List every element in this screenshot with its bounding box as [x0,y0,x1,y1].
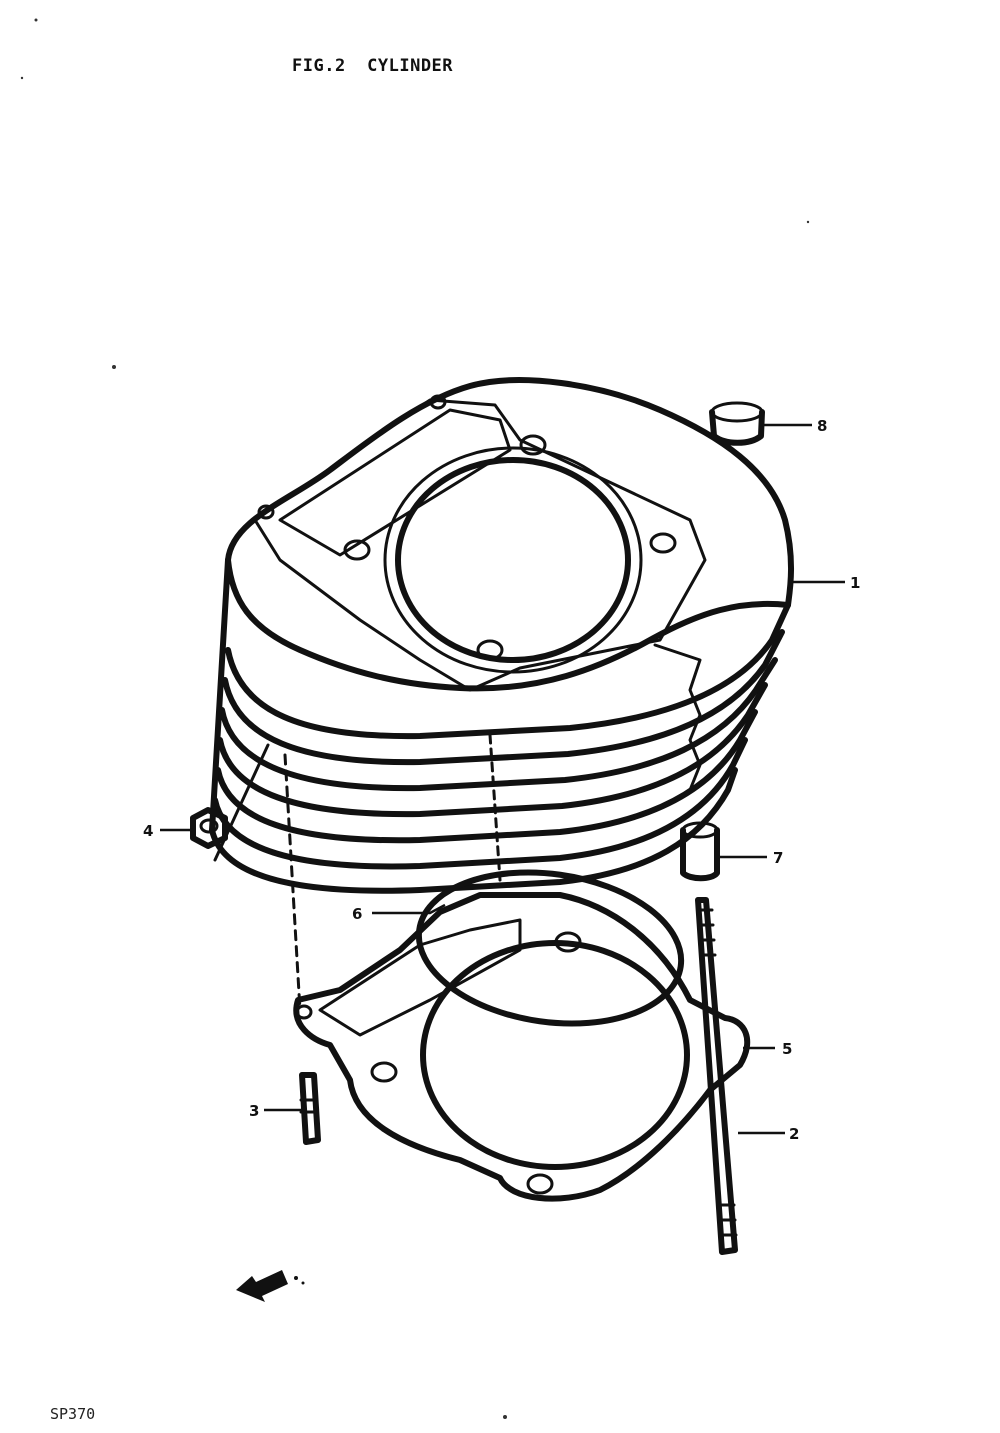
cylinder-drawing [209,377,794,1012]
leader-6 [372,903,446,915]
callout-8: 8 [817,417,827,435]
front-arrow-icon [236,1270,305,1302]
page-title: FIG.2 CYLINDER [292,56,454,76]
long-stud-drawing [695,897,738,1255]
callout-1: 1 [850,574,860,592]
drawing-code: SP370 [50,1405,96,1423]
callout-4: 4 [143,822,153,840]
callout-6: 6 [352,905,362,923]
leader-lines [160,423,845,1135]
callout-3: 3 [249,1102,259,1120]
callout-5: 5 [782,1040,792,1058]
base-gasket-drawing [293,892,751,1202]
cap-drawing [709,401,765,446]
short-stud-drawing [299,1072,321,1145]
nut-drawing [190,807,228,849]
scan-specks [20,18,810,1419]
callout-7: 7 [773,849,783,867]
dowel-pin-drawing [680,821,720,882]
callout-2: 2 [789,1125,799,1143]
callout-numbers: 8 1 7 4 6 5 2 3 [143,417,860,1143]
o-ring-drawing [415,869,685,1027]
